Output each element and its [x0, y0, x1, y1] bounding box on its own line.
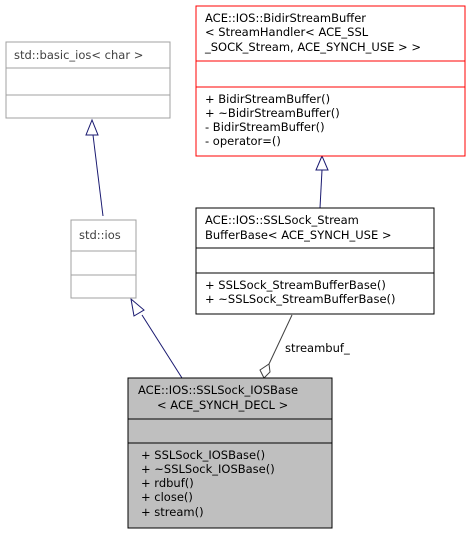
class-title-std-ios: std::ios — [79, 228, 121, 242]
class-bidir-stream-buffer[interactable]: ACE::IOS::BidirStreamBuffer < StreamHand… — [195, 5, 466, 157]
class-title-line: < StreamHandler< ACE_SSL — [205, 25, 369, 39]
edge-streambuf-aggregation — [268, 314, 293, 365]
class-title-line: ACE::IOS::SSLSock_Stream — [205, 213, 359, 227]
method-bidir-dtor: + ~BidirStreamBuffer() — [205, 106, 340, 120]
method-bidir-private-ctor: - BidirStreamBuffer() — [205, 120, 325, 134]
class-sslsock-streambufferbase[interactable]: ACE::IOS::SSLSock_Stream BufferBase< ACE… — [195, 207, 435, 315]
class-sslsock-iosbase[interactable]: ACE::IOS::SSLSock_IOSBase < ACE_SYNCH_DE… — [127, 377, 333, 529]
aggregation-diamond — [259, 363, 271, 379]
inheritance-arrow-ios — [130, 297, 145, 317]
method-streambufferbase-ctor: + SSLSock_StreamBufferBase() — [205, 278, 386, 292]
inheritance-arrow-bidir — [315, 154, 329, 171]
class-title-line: _SOCK_Stream, ACE_SYNCH_USE > > — [204, 40, 421, 54]
class-std-ios[interactable]: std::ios — [70, 219, 137, 299]
class-title-line: ACE::IOS::SSLSock_IOSBase — [138, 383, 298, 397]
method-iosbase-close: + close() — [141, 490, 193, 504]
class-title-line: BufferBase< ACE_SYNCH_USE > — [205, 228, 392, 242]
method-bidir-ctor: + BidirStreamBuffer() — [205, 92, 330, 106]
class-basic-ios[interactable]: std::basic_ios< char > — [5, 41, 171, 119]
class-title-line: < ACE_SYNCH_DECL > — [157, 398, 288, 412]
class-title-line: ACE::IOS::BidirStreamBuffer — [205, 11, 366, 25]
method-streambufferbase-dtor: + ~SSLSock_StreamBufferBase() — [205, 292, 396, 306]
relations: streambuf_ — [85, 118, 350, 379]
method-iosbase-stream: + stream() — [141, 505, 204, 519]
inheritance-arrow-basic-ios — [85, 118, 99, 136]
method-iosbase-rdbuf: + rdbuf() — [141, 476, 194, 490]
edge-streambufbase-to-bidir — [319, 169, 323, 209]
method-bidir-operator-assign: - operator=() — [205, 134, 281, 148]
aggregation-label: streambuf_ — [285, 341, 350, 355]
method-iosbase-dtor: + ~SSLSock_IOSBase() — [141, 462, 275, 476]
method-iosbase-ctor: + SSLSock_IOSBase() — [141, 448, 265, 462]
edge-ios-to-basic-ios — [92, 134, 104, 217]
class-title-basic-ios: std::basic_ios< char > — [14, 48, 143, 62]
edge-iosbase-to-ios — [141, 314, 183, 379]
